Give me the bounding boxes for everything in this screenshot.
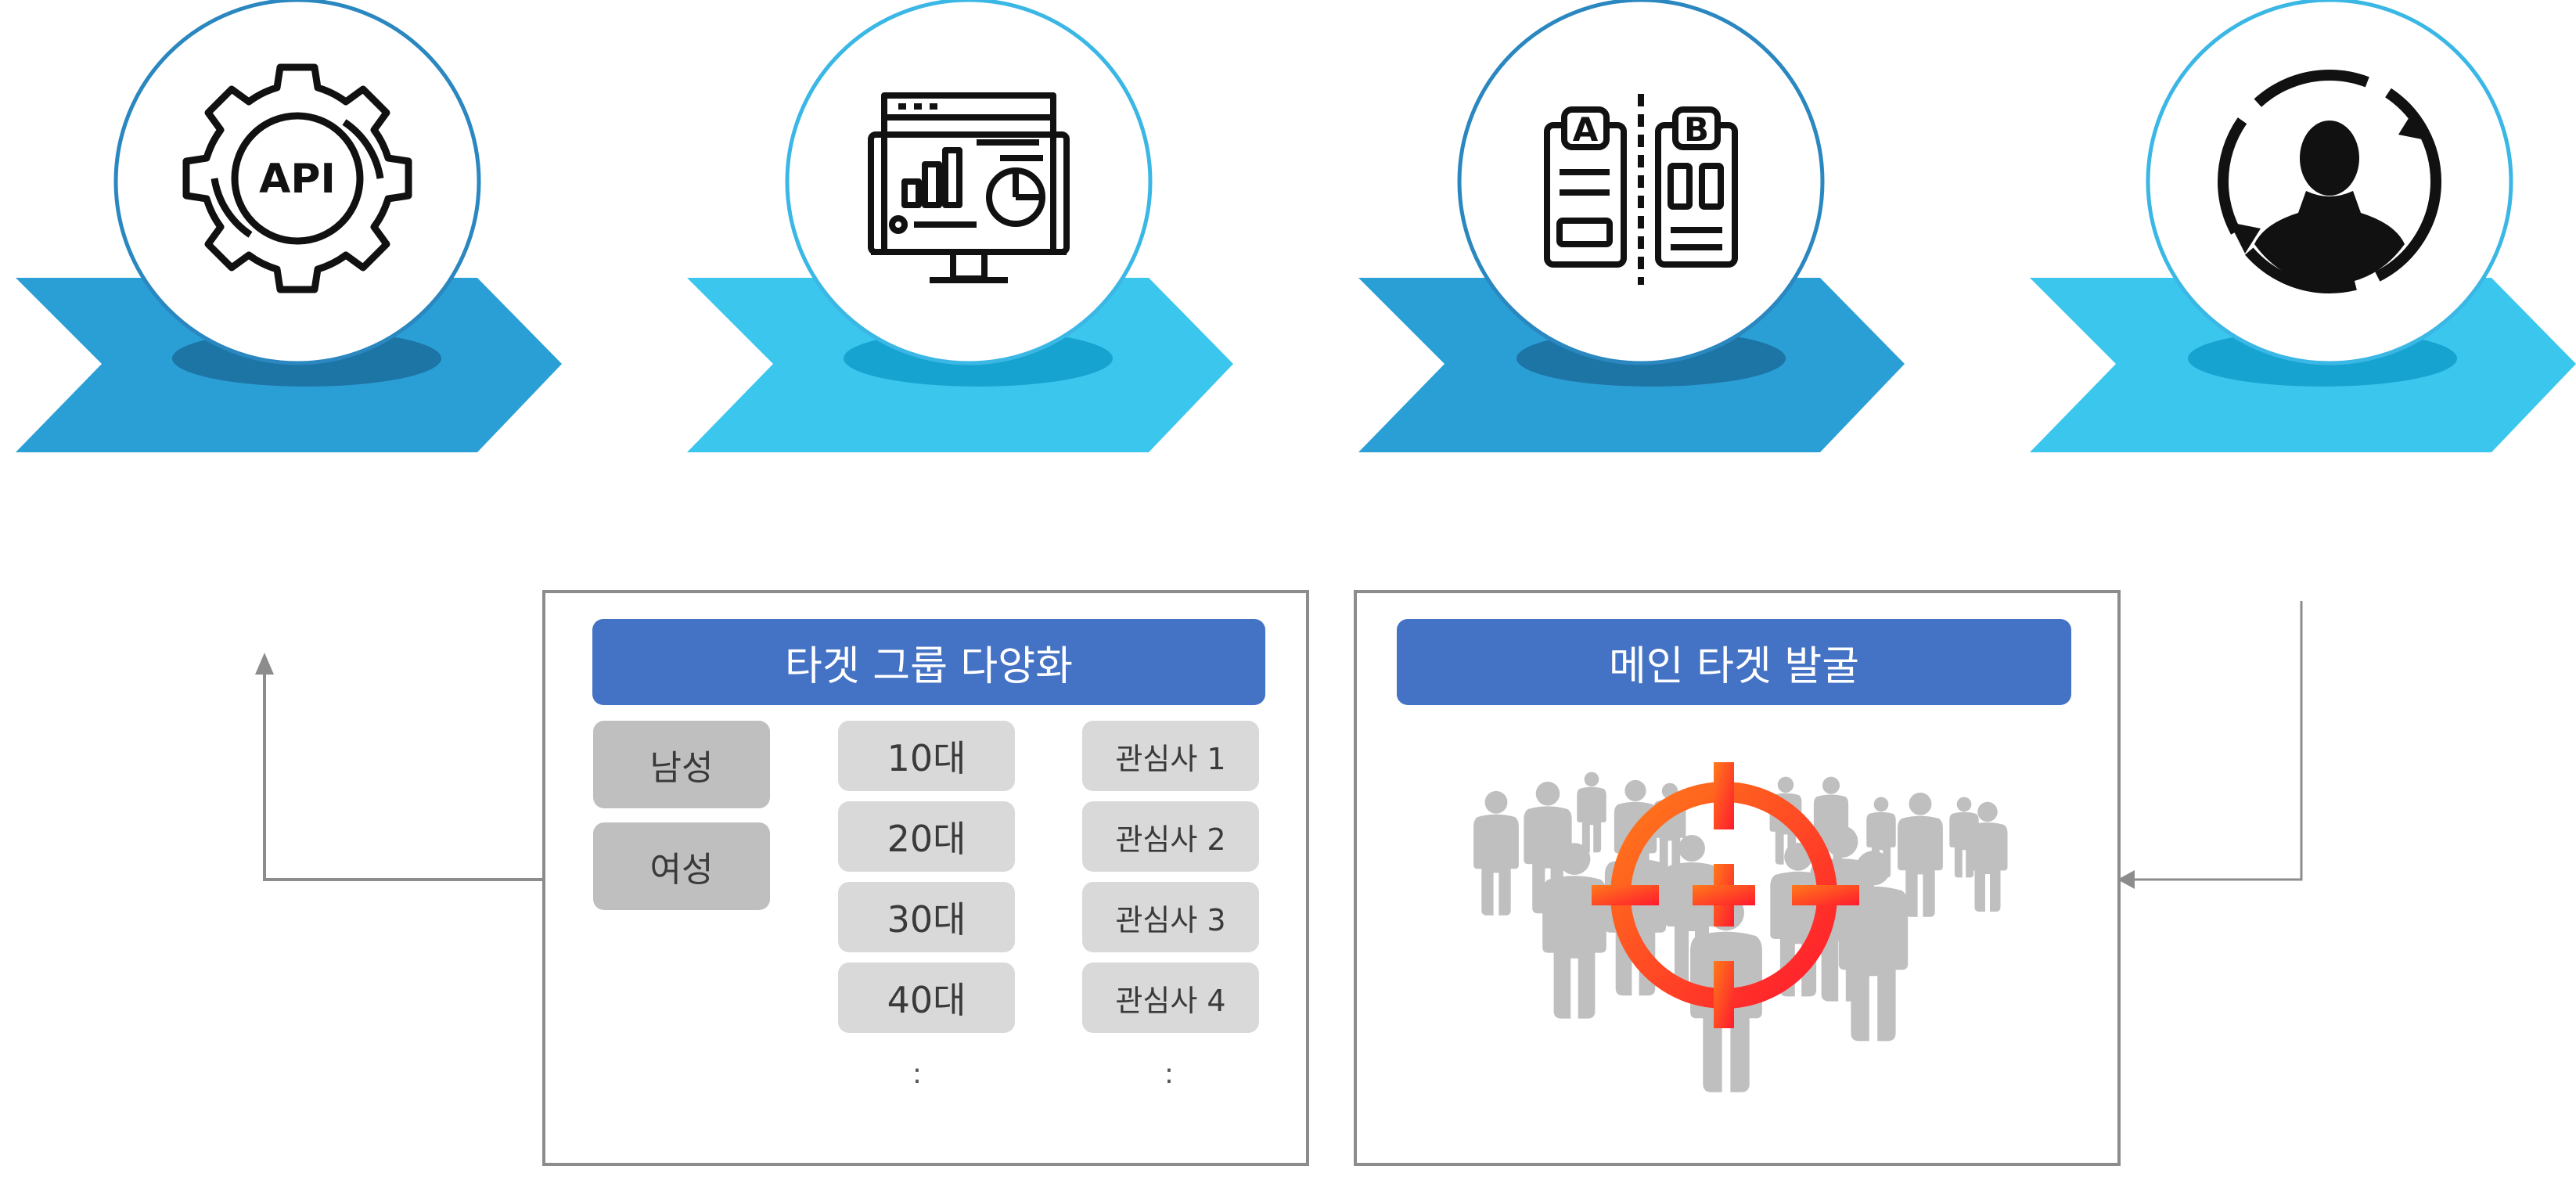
interest-chip-1: 관심사 1 — [1082, 721, 1259, 791]
age-chip-30s: 30대 — [838, 882, 1015, 952]
age-chip-40s: 40대 — [838, 963, 1015, 1033]
return-arrow-left — [255, 653, 543, 881]
interest-ellipsis: : — [1164, 1058, 1175, 1090]
interest-chip-4: 관심사 4 — [1082, 963, 1259, 1033]
step-2-circle — [785, 0, 1153, 365]
step-1-circle — [113, 0, 481, 365]
api-gear-icon: API — [182, 63, 412, 293]
main-target-panel — [1354, 590, 2121, 1166]
age-chip-10s: 10대 — [838, 721, 1015, 791]
dashboard-monitor-icon — [868, 92, 1070, 283]
ab-test-icon: A B — [1544, 94, 1738, 285]
age-chip-20s: 20대 — [838, 801, 1015, 872]
step-3: A B — [1358, 0, 1905, 452]
svg-text:API: API — [259, 156, 336, 203]
step-1: API — [16, 0, 562, 452]
main-target-panel-title: 메인 타겟 발굴 — [1397, 619, 2071, 705]
user-cycle-icon — [2218, 70, 2441, 293]
svg-text:B: B — [1684, 110, 1709, 149]
step-4 — [2030, 0, 2576, 452]
gender-chip-male: 남성 — [593, 721, 770, 808]
svg-text:A: A — [1573, 110, 1599, 149]
feed-arrow-right — [2117, 601, 2303, 889]
interest-chip-3: 관심사 3 — [1082, 882, 1259, 952]
interest-chip-2: 관심사 2 — [1082, 801, 1259, 872]
crowd-target-icon — [1473, 762, 2008, 1092]
age-ellipsis: : — [912, 1058, 923, 1090]
segmentation-panel-title: 타겟 그룹 다양화 — [592, 619, 1265, 705]
crosshair-icon — [1592, 762, 1859, 1028]
step-2 — [687, 0, 1233, 452]
gender-chip-female: 여성 — [593, 822, 770, 910]
